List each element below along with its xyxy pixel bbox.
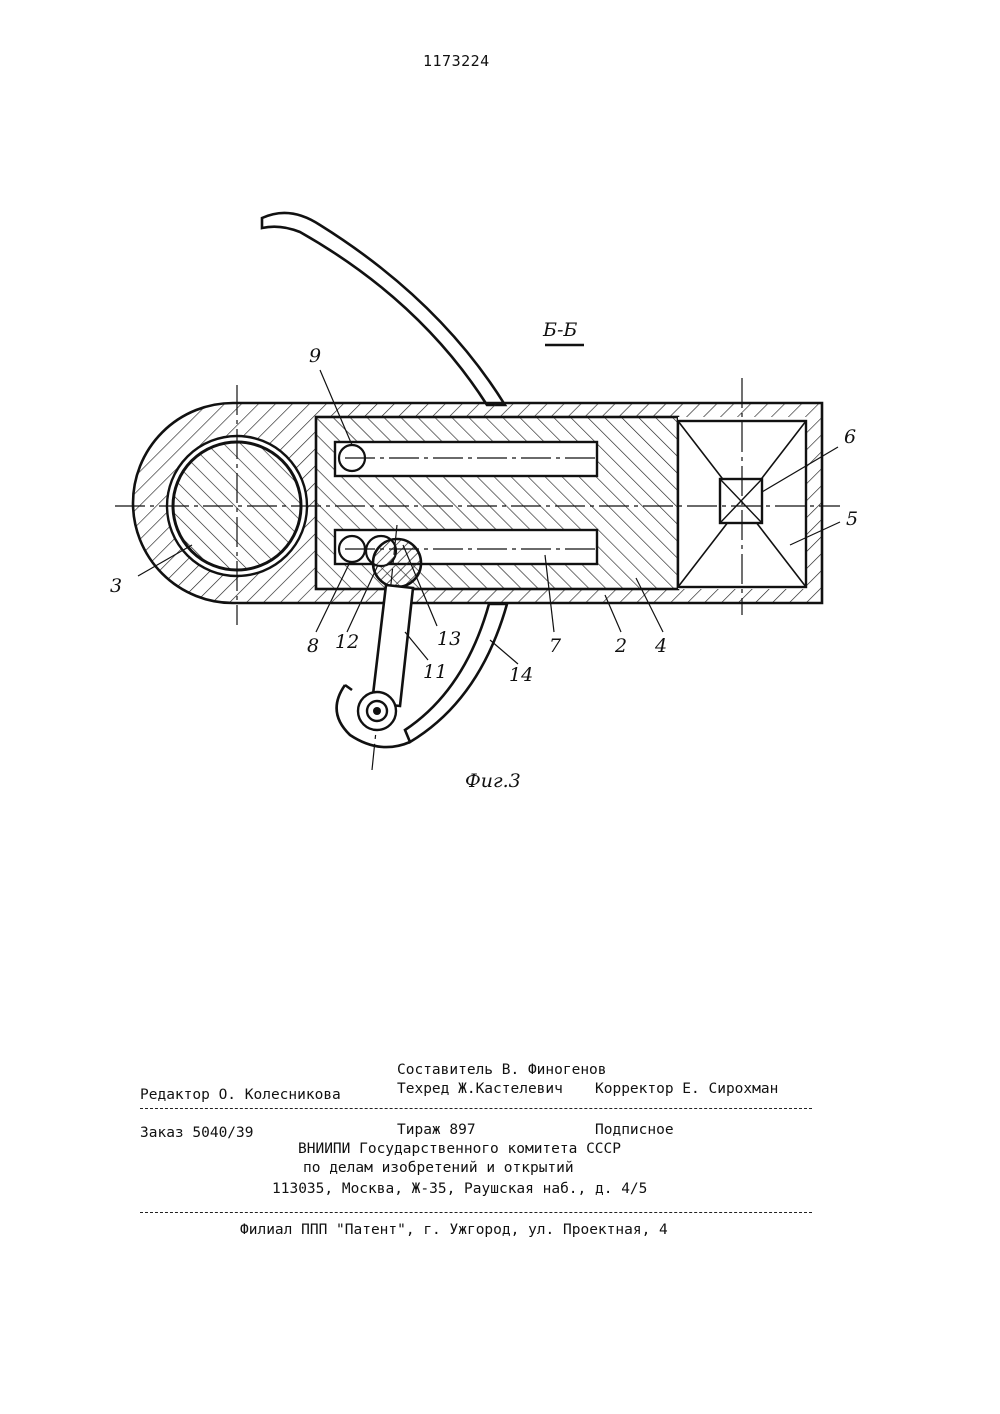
compiler-line: Составитель В. Финогенов: [397, 1062, 607, 1078]
figure-caption: Фиг.3: [465, 770, 521, 792]
org-address: 113035, Москва, Ж-35, Раушская наб., д. …: [272, 1181, 648, 1197]
editor-line: Редактор О. Колесникова: [140, 1087, 341, 1103]
callout-7: 7: [549, 635, 562, 657]
subscription-line: Подписное: [595, 1122, 674, 1138]
callout-2: 2: [614, 635, 627, 657]
callout-5: 5: [846, 508, 858, 530]
callout-4: 4: [654, 635, 667, 657]
callout-12: 12: [335, 631, 359, 653]
callout-9: 9: [309, 345, 321, 367]
slot-upper: [333, 440, 599, 478]
proofreader-line: Корректор Е. Сирохман: [595, 1081, 779, 1097]
divider-top: [140, 1108, 812, 1109]
pin-13: [371, 537, 423, 589]
circulation-line: Тираж 897: [397, 1122, 476, 1138]
callout-13: 13: [437, 628, 461, 650]
order-line: Заказ 5040/39: [140, 1125, 254, 1141]
org-line-1: ВНИИПИ Государственного комитета СССР: [298, 1141, 622, 1157]
curved-rod-lower: [403, 602, 509, 744]
lever-11: [370, 583, 415, 708]
callout-14: 14: [509, 664, 533, 686]
callout-8: 8: [307, 635, 319, 657]
shaft-3: [171, 440, 303, 572]
divider-bottom: [140, 1212, 812, 1213]
org-line-2: по делам изобретений и открытий: [303, 1160, 574, 1176]
figure-3-drawing: Б-Б 9 6 5 3 8 12 13 11 14 7 2 4 Фиг.3: [110, 211, 858, 792]
callout-3: 3: [110, 575, 122, 597]
branch-line: Филиал ППП "Патент", г. Ужгород, ул. Про…: [240, 1222, 668, 1238]
patent-number: 1173224: [423, 52, 490, 70]
section-label: Б-Б: [542, 319, 577, 341]
tech-editor-line: Техред Ж.Кастелевич: [397, 1081, 563, 1097]
callout-11: 11: [423, 661, 447, 683]
curved-rod-upper: [260, 211, 508, 407]
callout-6: 6: [844, 426, 856, 448]
